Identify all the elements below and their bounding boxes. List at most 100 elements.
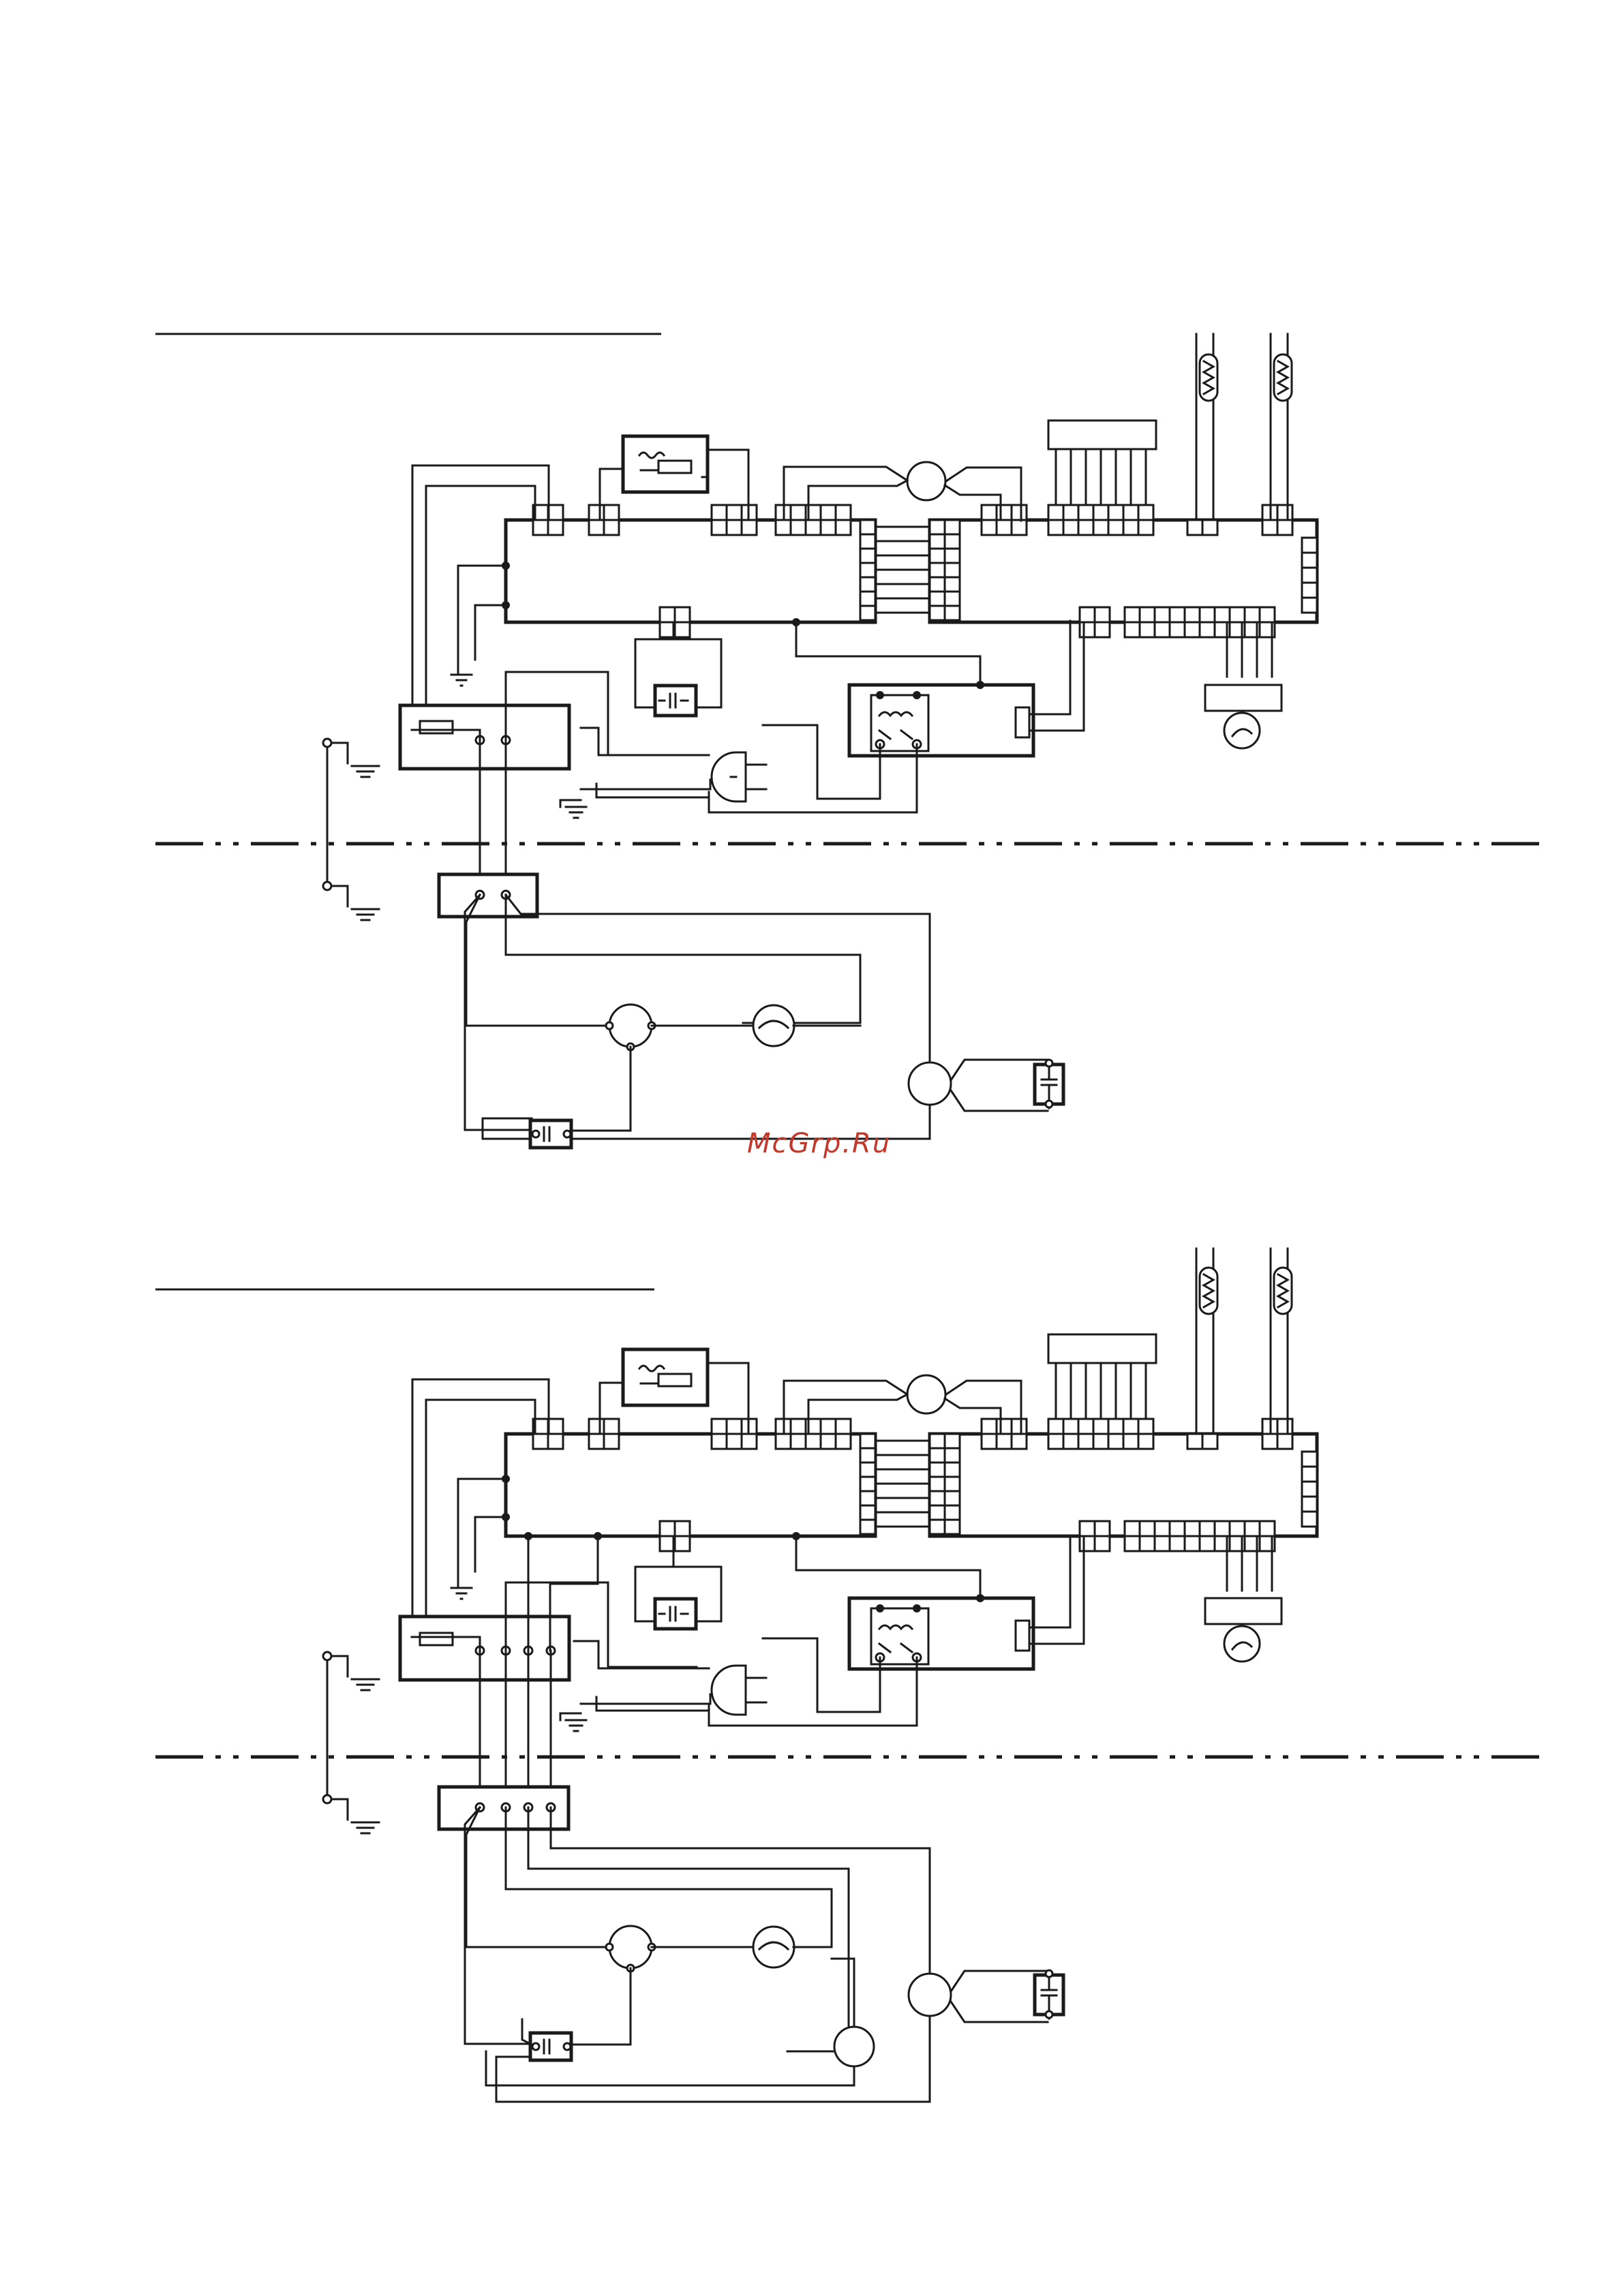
terminal-cell xyxy=(1302,538,1317,553)
terminal-cell xyxy=(589,520,604,535)
terminal-cell xyxy=(1108,520,1123,535)
terminal-cell xyxy=(945,1448,960,1463)
terminal-cell xyxy=(982,520,997,535)
terminal-cell xyxy=(1108,1434,1123,1449)
terminal-cell xyxy=(1302,568,1317,583)
terminal-cell xyxy=(860,592,875,606)
terminal-cell xyxy=(1277,1434,1292,1449)
terminal-cell xyxy=(742,520,757,535)
terminal-cell xyxy=(860,1491,875,1505)
upper-swing-motor xyxy=(1224,713,1260,748)
terminal-cell xyxy=(1080,1536,1095,1551)
upper-connector-top xyxy=(1048,420,1156,449)
terminal-cell xyxy=(660,607,675,622)
upper-transformer-fuse xyxy=(658,461,691,473)
upper-thermistor-2 xyxy=(1271,334,1292,520)
terminal-cell xyxy=(836,520,851,535)
terminal-cell xyxy=(548,1419,563,1434)
terminal-cell xyxy=(1138,520,1153,535)
terminal-cell xyxy=(945,1520,960,1534)
terminal-cell xyxy=(1302,1467,1317,1482)
terminal-cell xyxy=(821,520,836,535)
terminal-cell xyxy=(1078,505,1093,520)
terminal-cell xyxy=(945,577,960,592)
upper-power-plug xyxy=(712,752,746,801)
terminal-cell xyxy=(997,1434,1012,1449)
lower-compressor xyxy=(609,1926,652,1968)
terminal-cell xyxy=(1123,505,1138,520)
lower-connector-top xyxy=(1048,1334,1156,1363)
terminal-cell xyxy=(997,1419,1012,1434)
terminal-cell xyxy=(1170,607,1185,622)
upper-terminal-box xyxy=(400,705,569,769)
terminal-cell xyxy=(821,1419,836,1434)
terminal-cell xyxy=(930,1505,945,1520)
terminal-cell xyxy=(1215,607,1230,622)
terminal-cell xyxy=(860,1448,875,1463)
terminal-cell xyxy=(1012,520,1027,535)
terminal-cell xyxy=(589,505,604,520)
terminal-cell xyxy=(1200,607,1215,622)
terminal-cell xyxy=(1093,1434,1108,1449)
upper-overload-protector xyxy=(753,1005,794,1046)
terminal-cell xyxy=(712,520,727,535)
terminal-cell xyxy=(548,520,563,535)
terminal-cell xyxy=(533,1434,548,1449)
terminal-cell xyxy=(1262,520,1277,535)
terminal-cell xyxy=(791,505,806,520)
terminal-cell xyxy=(712,1419,727,1434)
terminal-cell xyxy=(930,1491,945,1505)
terminal-cell xyxy=(860,1477,875,1491)
terminal-cell xyxy=(836,1419,851,1434)
terminal-cell xyxy=(604,1434,619,1449)
terminal-cell xyxy=(1277,505,1292,520)
terminal-cell xyxy=(1202,1434,1217,1449)
upper-fan-motor xyxy=(907,462,945,500)
terminal-cell xyxy=(806,1434,821,1449)
terminal-cell xyxy=(791,520,806,535)
terminal-cell xyxy=(1095,622,1110,637)
terminal-cell xyxy=(742,1434,757,1449)
terminal-cell xyxy=(1012,505,1027,520)
terminal-cell xyxy=(1123,1434,1138,1449)
terminal-cell xyxy=(1063,1434,1078,1449)
terminal-cell xyxy=(1302,1452,1317,1467)
terminal-cell xyxy=(1140,1521,1155,1536)
terminal-cell xyxy=(548,505,563,520)
terminal-cell xyxy=(1125,622,1140,637)
terminal-cell xyxy=(1260,1521,1275,1536)
lower-thermistor-2 xyxy=(1271,1249,1292,1434)
terminal-cell xyxy=(930,1477,945,1491)
terminal-cell xyxy=(1230,607,1245,622)
terminal-cell xyxy=(930,1463,945,1477)
terminal-cell xyxy=(1302,1512,1317,1527)
terminal-cell xyxy=(945,1434,960,1448)
terminal-cell xyxy=(1125,607,1140,622)
terminal-cell xyxy=(1080,1521,1095,1536)
terminal-cell xyxy=(1078,1419,1093,1434)
terminal-cell xyxy=(945,606,960,620)
lower-terminal-box xyxy=(400,1617,569,1680)
lower-power-plug xyxy=(712,1666,746,1715)
terminal-cell xyxy=(860,1434,875,1448)
terminal-cell xyxy=(1048,1419,1063,1434)
terminal-cell xyxy=(727,1434,742,1449)
terminal-cell xyxy=(821,1434,836,1449)
terminal-cell xyxy=(1185,1536,1200,1551)
terminal-cell xyxy=(930,520,945,534)
upper-thermistor-1 xyxy=(1196,334,1217,520)
terminal-cell xyxy=(1048,520,1063,535)
terminal-cell xyxy=(1200,622,1215,637)
terminal-cell xyxy=(1230,1521,1245,1536)
terminal-cell xyxy=(675,622,690,637)
terminal-cell xyxy=(727,1419,742,1434)
terminal-cell xyxy=(945,1491,960,1505)
terminal-cell xyxy=(604,1419,619,1434)
terminal-cell xyxy=(1185,622,1200,637)
terminal-cell xyxy=(1138,1419,1153,1434)
terminal-cell xyxy=(945,534,960,549)
terminal-cell xyxy=(1048,1434,1063,1449)
terminal-cell xyxy=(1125,1521,1140,1536)
terminal-cell xyxy=(1262,1434,1277,1449)
